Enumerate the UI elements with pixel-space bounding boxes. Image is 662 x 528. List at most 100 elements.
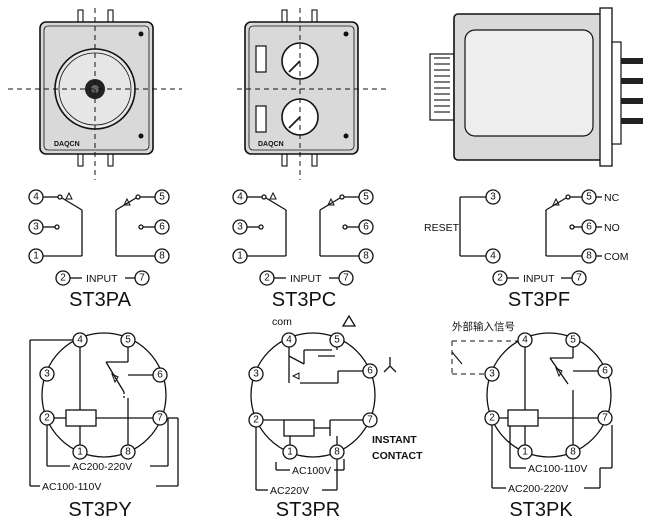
terminal-2: 2 <box>55 270 71 286</box>
st3pc-title: ST3PC <box>272 289 336 311</box>
terminal-3: 3 <box>39 366 55 382</box>
input-label: INPUT <box>290 273 322 285</box>
terminal-8: 8 <box>358 248 374 264</box>
terminal-8: 8 <box>154 248 170 264</box>
svg-text:7: 7 <box>576 273 582 284</box>
terminal-7: 7 <box>362 412 378 428</box>
triangle-symbol <box>341 314 357 327</box>
terminal-1: 1 <box>28 248 44 264</box>
svg-text:7: 7 <box>367 415 373 426</box>
svg-text:8: 8 <box>570 447 576 458</box>
terminal-5: 5 <box>565 332 581 348</box>
terminal-5: 5 <box>358 189 374 205</box>
input-label: INPUT <box>523 273 555 285</box>
svg-text:8: 8 <box>334 447 340 458</box>
st3py-socket-diagram: 4 5 3 6 2 7 1 8 AC200-220V AC100-110V ST… <box>29 332 179 521</box>
svg-text:3: 3 <box>489 369 495 380</box>
st3pr-title: ST3PR <box>276 499 340 521</box>
terminal-6: 6 <box>581 219 597 235</box>
svg-text:8: 8 <box>159 251 165 262</box>
terminal-5: 5 <box>120 332 136 348</box>
st3pf-wiring: RESET 3 4 5 6 8 NC NO COM 2 7 INPUT ST3P… <box>424 189 629 311</box>
svg-text:5: 5 <box>363 192 369 203</box>
com-label: COM <box>604 251 629 263</box>
svg-text:4: 4 <box>522 335 528 346</box>
terminal-4: 4 <box>281 332 297 348</box>
terminal-8: 8 <box>329 444 345 460</box>
coil <box>65 409 97 427</box>
svg-text:4: 4 <box>237 192 243 203</box>
svg-text:2: 2 <box>44 413 50 424</box>
terminal-7: 7 <box>338 270 354 286</box>
terminal-3: 3 <box>484 366 500 382</box>
terminal-8: 8 <box>581 248 597 264</box>
svg-text:1: 1 <box>522 447 528 458</box>
nc-label: NC <box>604 192 620 204</box>
svg-text:3: 3 <box>490 192 496 203</box>
voltage-label-outer: AC220V <box>270 485 309 497</box>
svg-text:2: 2 <box>497 273 503 284</box>
instant-contact-symbol <box>383 357 397 373</box>
terminal-8: 8 <box>120 444 136 460</box>
terminal-4: 4 <box>232 189 248 205</box>
svg-text:4: 4 <box>33 192 39 203</box>
terminal-5: 5 <box>329 332 345 348</box>
terminal-6: 6 <box>597 363 613 379</box>
svg-text:6: 6 <box>363 222 369 233</box>
terminal-2: 2 <box>248 412 264 428</box>
svg-text:6: 6 <box>586 222 592 233</box>
terminal-3: 3 <box>28 219 44 235</box>
voltage-label-inner: AC100V <box>292 465 331 477</box>
coil <box>283 419 315 437</box>
terminal-2: 2 <box>259 270 275 286</box>
external-input-signal-label: 外部输入信号 <box>452 320 515 333</box>
svg-text:8: 8 <box>125 447 131 458</box>
instant-contact-label-2: CONTACT <box>372 450 423 462</box>
svg-text:2: 2 <box>489 413 495 424</box>
terminal-7: 7 <box>134 270 150 286</box>
svg-text:1: 1 <box>237 251 243 262</box>
terminal-1: 1 <box>282 444 298 460</box>
svg-text:3: 3 <box>44 369 50 380</box>
st3pf-title: ST3PF <box>508 289 570 311</box>
voltage-label-inner: AC100-110V <box>528 463 587 475</box>
com-lower-label: com <box>272 316 292 328</box>
terminal-2: 2 <box>39 410 55 426</box>
svg-text:5: 5 <box>586 192 592 203</box>
terminal-5: 5 <box>154 189 170 205</box>
reset-label: RESET <box>424 222 460 234</box>
terminal-7: 7 <box>152 410 168 426</box>
terminal-6: 6 <box>152 367 168 383</box>
terminal-2: 2 <box>484 410 500 426</box>
svg-text:5: 5 <box>334 335 340 346</box>
voltage-label-outer: AC200-220V <box>508 483 568 495</box>
terminal-3: 3 <box>485 189 501 205</box>
terminal-8: 8 <box>565 444 581 460</box>
terminal-6: 6 <box>358 219 374 235</box>
terminal-1: 1 <box>72 444 88 460</box>
no-label: NO <box>604 222 620 234</box>
svg-text:6: 6 <box>367 366 373 377</box>
svg-text:7: 7 <box>157 413 163 424</box>
st3pf-side-view <box>429 7 643 167</box>
st3pc-brand-mark: DAQCN <box>258 141 284 148</box>
terminal-4: 4 <box>28 189 44 205</box>
terminal-3: 3 <box>248 366 264 382</box>
svg-text:3: 3 <box>237 222 243 233</box>
svg-text:8: 8 <box>586 251 592 262</box>
svg-text:6: 6 <box>157 370 163 381</box>
terminal-3: 3 <box>232 219 248 235</box>
voltage-label-inner: AC200-220V <box>72 461 132 473</box>
svg-text:4: 4 <box>490 251 496 262</box>
svg-text:2: 2 <box>264 273 270 284</box>
input-label: INPUT <box>86 273 118 285</box>
terminal-2: 2 <box>492 270 508 286</box>
st3pa-wiring: 4 3 1 5 6 8 2 7 INPUT ST3PA <box>28 189 170 311</box>
st3pr-socket-diagram: com 4 5 3 6 2 7 1 8 <box>248 314 423 521</box>
svg-text:8: 8 <box>363 251 369 262</box>
st3pk-socket-diagram: 外部输入信号 4 5 3 6 2 7 1 8 AC100-110V <box>451 320 613 521</box>
svg-text:1: 1 <box>287 447 293 458</box>
svg-text:7: 7 <box>139 273 145 284</box>
terminal-6: 6 <box>154 219 170 235</box>
